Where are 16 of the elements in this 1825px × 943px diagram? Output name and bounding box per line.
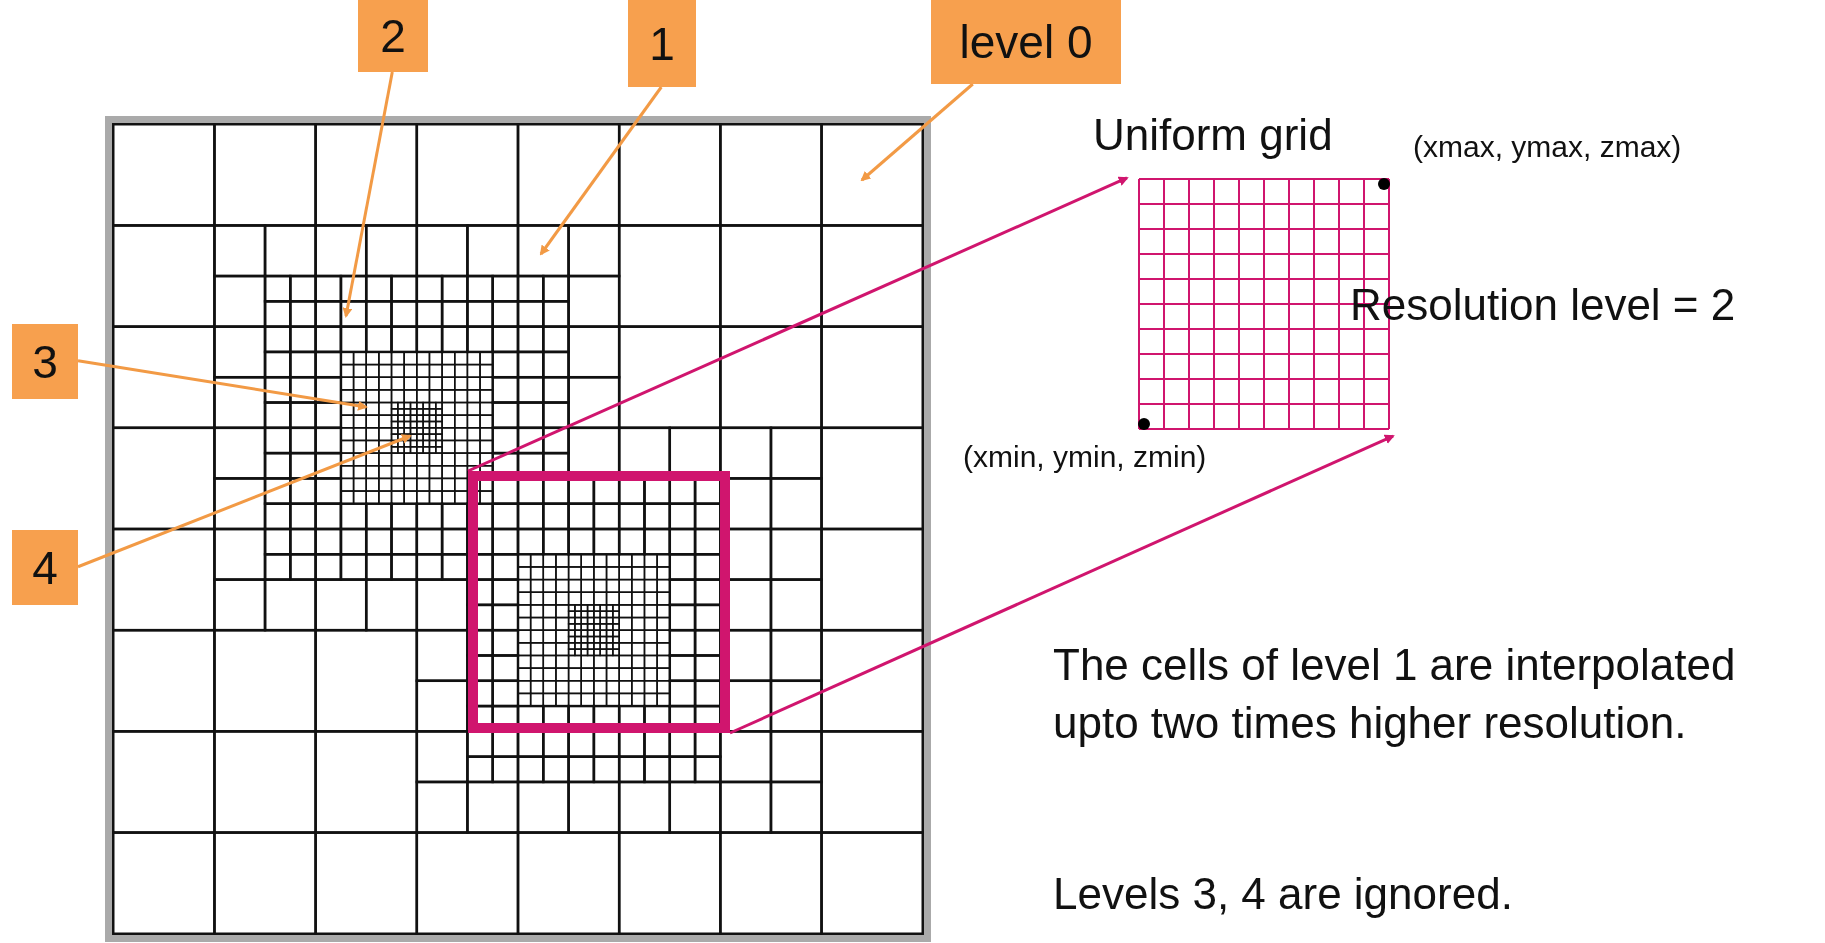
note-text: The cells of level 1 are interpolated upto two times higher resolution. (1053, 639, 1737, 749)
arrow (467, 176, 1129, 473)
leader-line (77, 434, 412, 569)
callout-label: level 0 (931, 0, 1121, 84)
coordinate-label: (xmax, ymax, zmax) (1413, 130, 1682, 164)
leader-line (342, 71, 394, 318)
grid-heading: Uniform grid (1093, 110, 1333, 160)
leader-line (860, 82, 974, 182)
callout-label: 3 (12, 324, 78, 399)
highlight-square (468, 471, 730, 733)
callout-label: 2 (358, 0, 428, 72)
callout-label: 1 (628, 0, 696, 87)
leader-line (539, 86, 663, 256)
callout-label: 4 (12, 530, 78, 605)
coordinate-label: (xmin, ymin, zmin) (963, 440, 1207, 474)
note-text: Levels 3, 4 are ignored. (1053, 868, 1514, 920)
